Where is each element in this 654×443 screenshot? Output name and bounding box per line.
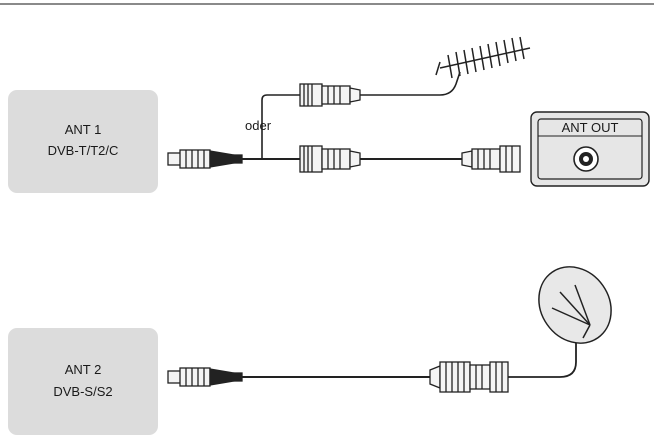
satellite-dish-icon (538, 266, 612, 344)
terrestrial-antenna-icon (435, 36, 531, 79)
ant1-port-box: ANT 1 DVB-T/T2/C (8, 90, 158, 193)
alt-label: oder (245, 118, 272, 133)
ant2-standard-label: DVB-S/S2 (53, 384, 112, 399)
antenna-feed-cable (360, 71, 461, 96)
ant1-standard-label: DVB-T/T2/C (48, 143, 119, 158)
ant2-port-box: ANT 2 DVB-S/S2 (8, 328, 158, 435)
coax-connector-icon (167, 149, 243, 169)
coax-connector-icon (167, 367, 243, 387)
f-connector-icon (299, 83, 361, 107)
ant2-port-label: ANT 2 (65, 362, 102, 377)
f-connector-icon (429, 361, 509, 393)
satellite-feed-cable (508, 330, 577, 378)
ant1-port-label: ANT 1 (65, 122, 102, 137)
f-connector-icon (299, 145, 361, 173)
wall-outlet-label: ANT OUT (562, 120, 619, 135)
ant1-branch-cable (261, 94, 300, 159)
wall-outlet-icon: ANT OUT (530, 111, 650, 187)
f-connector-icon (461, 145, 521, 173)
